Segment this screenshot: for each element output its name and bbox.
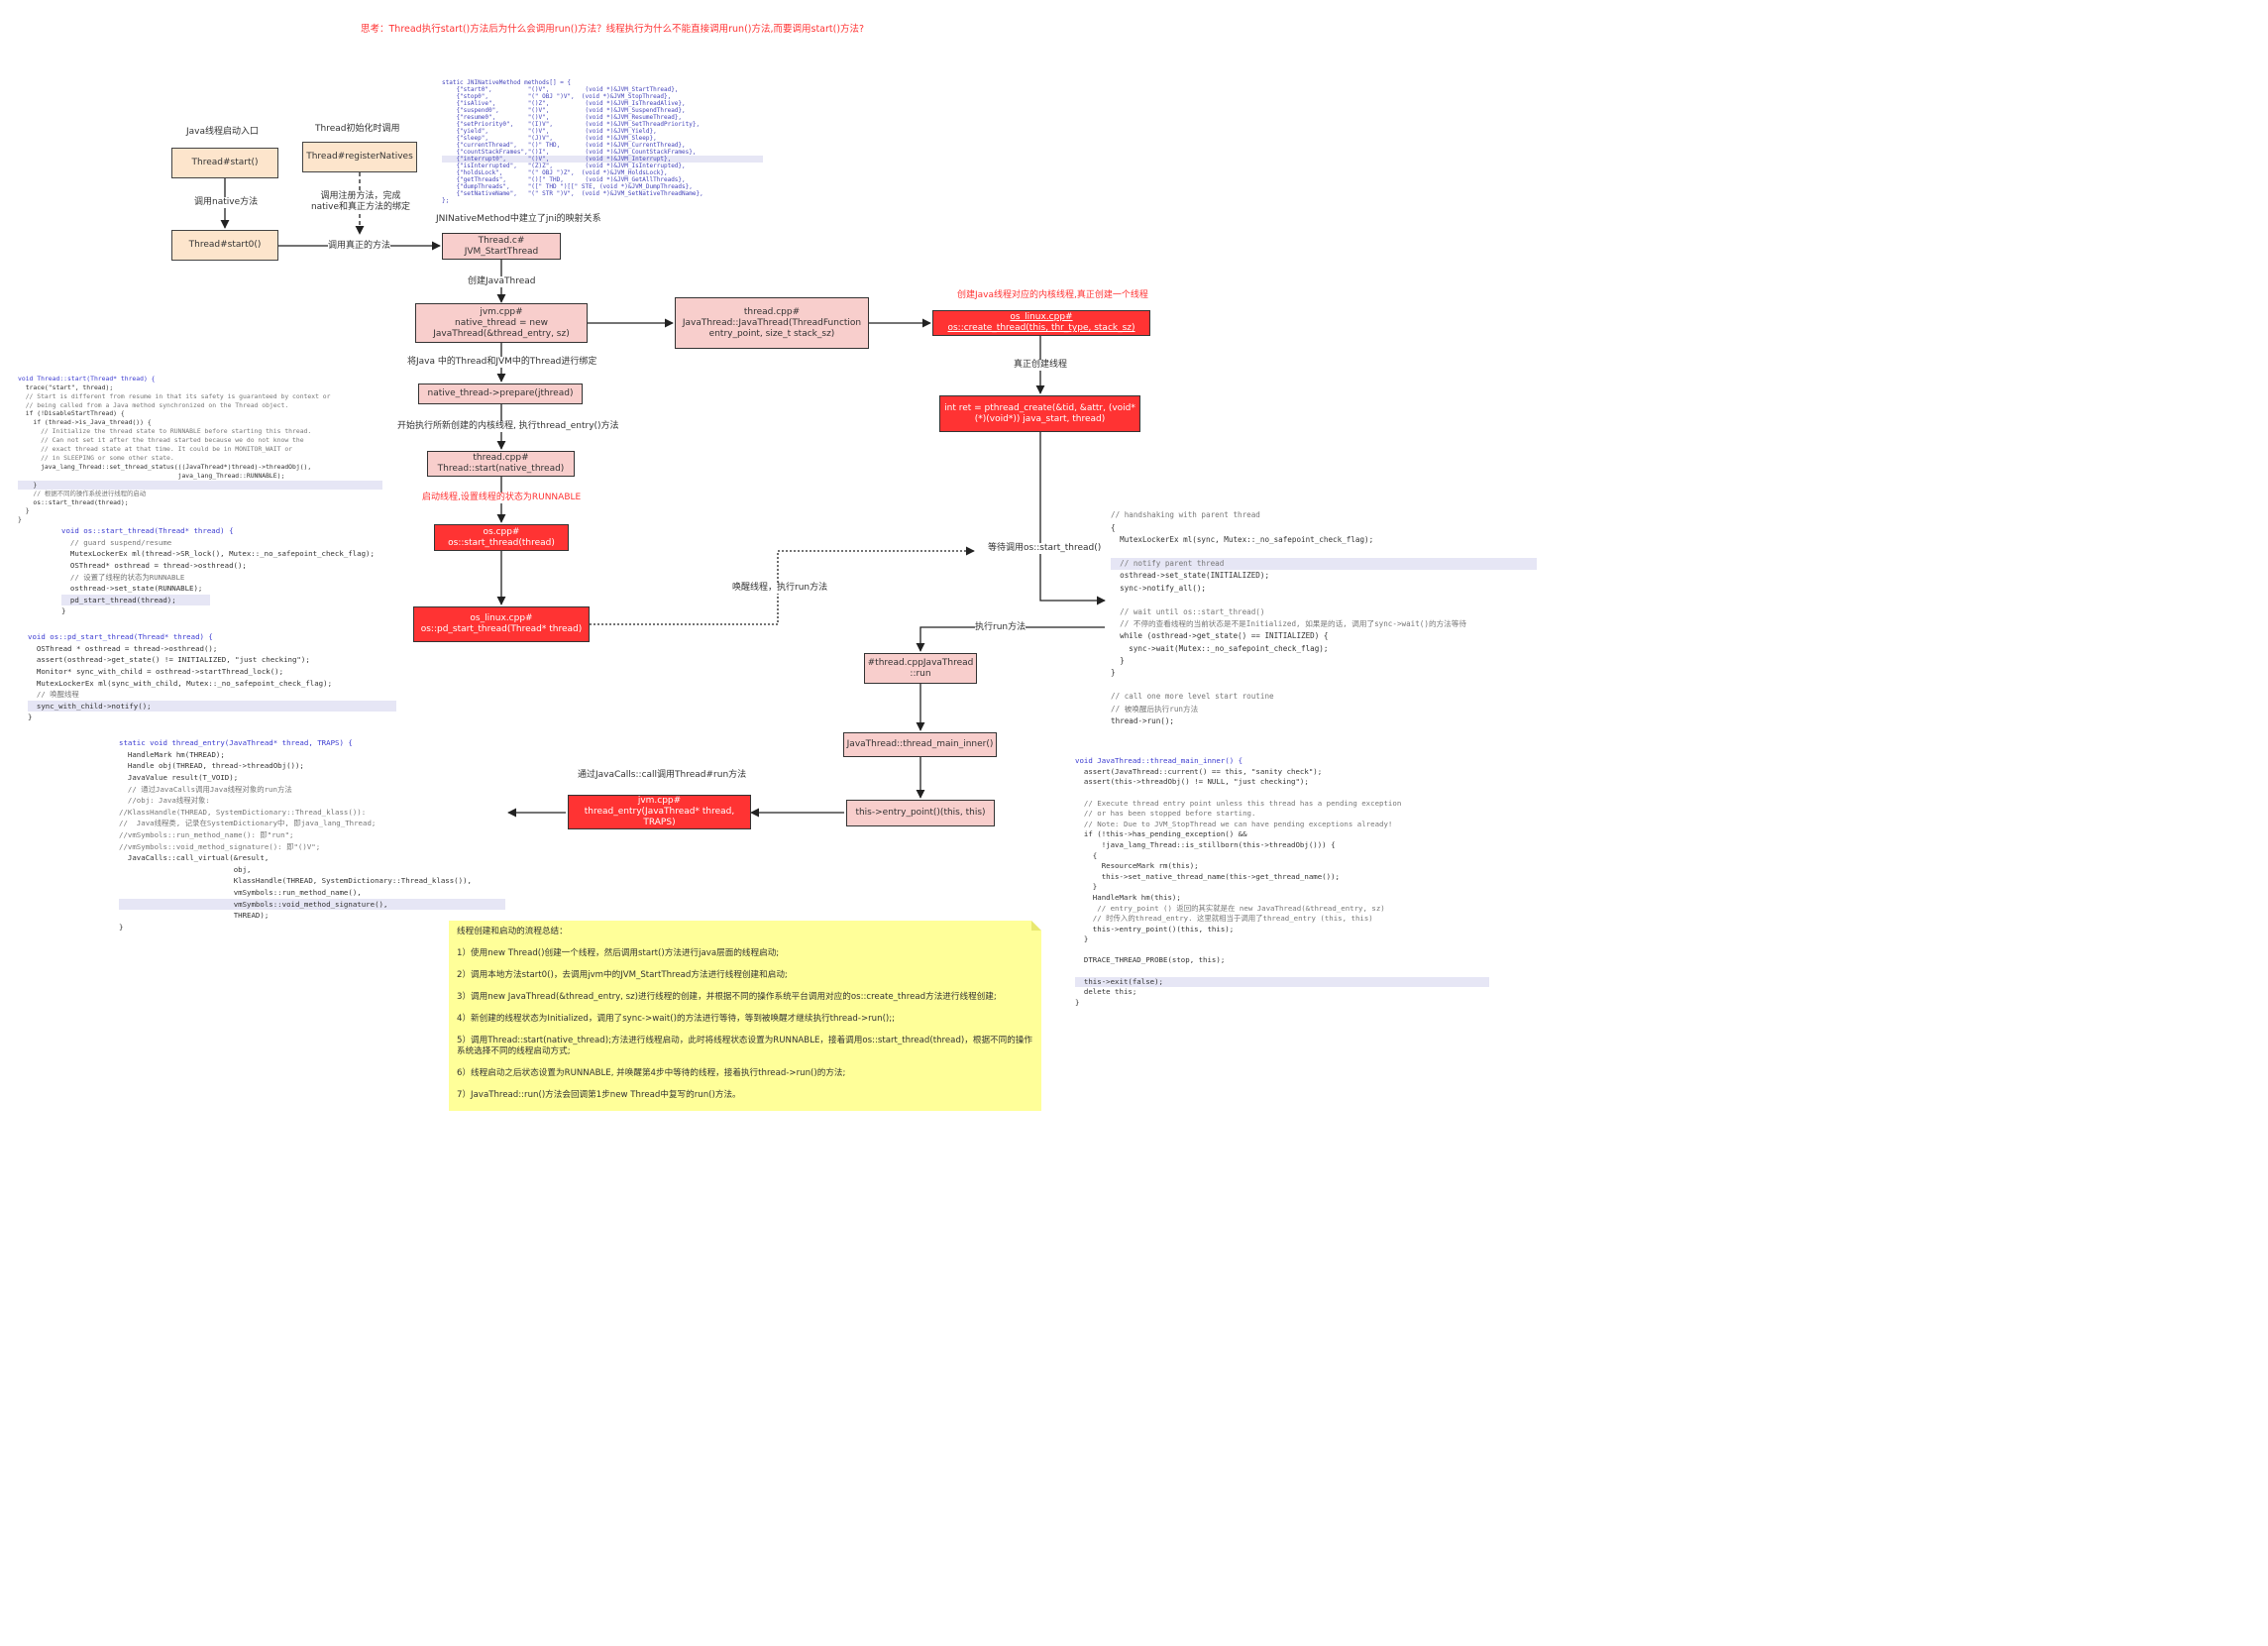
- summary-heading: 线程创建和启动的流程总结：: [457, 927, 568, 936]
- label-wait-call: 等待调用os::start_thread(): [988, 543, 1102, 554]
- node-thread-start0: Thread#start0(): [171, 230, 278, 261]
- node-pthread-create: int ret = pthread_create(&tid, &attr, (v…: [939, 395, 1140, 432]
- code-os-start-thread: void os::start_thread(Thread* thread) { …: [61, 526, 375, 616]
- page-title: 思考：Thread执行start()方法后为什么会调用run()方法？线程执行为…: [361, 24, 865, 35]
- label-create-kernel: 创建Java线程对应的内核线程,真正创建一个线程: [957, 290, 1148, 300]
- summary-step: 3）调用new JavaThread(&thread_entry, sz)进行线…: [457, 992, 997, 1002]
- code-thread-entry: static void thread_entry(JavaThread* thr…: [119, 714, 505, 944]
- summary-step: 4）新创建的线程状态为Initialized，调用了sync->wait()的方…: [457, 1014, 896, 1024]
- edge-pthread-to-javastart: [1039, 432, 1106, 605]
- code-jni-methods: static JNINativeMethod methods[] = { {"s…: [442, 65, 763, 211]
- node-register-natives: Thread#registerNatives: [302, 142, 417, 172]
- code-thread-start: void Thread::start(Thread* thread) { tra…: [18, 357, 382, 533]
- label-java-entry: Java线程启动入口: [186, 127, 260, 137]
- code-thread-main-inner: void JavaThread::thread_main_inner() { a…: [1075, 735, 1489, 1019]
- node-thread-entry: jvm.cpp#thread_entry(JavaThread* thread,…: [568, 795, 751, 829]
- label-bind: 将Java 中的Thread和JVM中的Thread进行绑定: [407, 357, 597, 368]
- label-wake-run: 唤醒线程，执行run方法: [732, 583, 828, 594]
- code-java-start: // handshaking with parent thread{ Mutex…: [1111, 486, 1537, 739]
- node-os-create-thread: os_linux.cpp#os::create_thread(this, thr…: [932, 310, 1150, 336]
- label-register-done: 调用注册方法，完成 native和真正方法的绑定: [306, 191, 415, 213]
- summary-step: 1）使用new Thread()创建一个线程，然后调用start()方法进行ja…: [457, 948, 780, 958]
- node-thread-main-inner: JavaThread::thread_main_inner(): [843, 732, 997, 757]
- node-entry-point: this->entry_point()(this, this): [846, 800, 995, 826]
- node-thread-cpp-ctor: thread.cpp#JavaThread::JavaThread(Thread…: [675, 297, 869, 349]
- summary-step: 5）调用Thread::start(native_thread);方法进行线程启…: [457, 1036, 1033, 1056]
- code-pd-start-thread: void os::pd_start_thread(Thread* thread)…: [28, 608, 396, 735]
- node-thread-cpp-start: thread.cpp#Thread::start(native_thread): [427, 451, 575, 477]
- label-real-create: 真正创建线程: [1014, 360, 1068, 371]
- summary-step: 6）线程启动之后状态设置为RUNNABLE, 并唤醒第4步中等待的线程，接着执行…: [457, 1068, 846, 1078]
- label-call-native: 调用native方法: [194, 197, 259, 208]
- label-javacalls: 通过JavaCalls::call调用Thread#run方法: [578, 770, 747, 780]
- node-javathread-run: #thread.cppJavaThread::run: [864, 653, 977, 684]
- node-os-start-thread: os.cpp#os::start_thread(thread): [434, 524, 569, 551]
- connector-layer: [220, 172, 1106, 818]
- label-exec-new: 开始执行所新创建的内核线程, 执行thread_entry()方法: [397, 421, 619, 432]
- node-thread-start: Thread#start(): [171, 148, 278, 178]
- edge-javastart-to-run: [916, 626, 1105, 652]
- summary-step: 2）调用本地方法start0()，去调用jvm中的JVM_StartThread…: [457, 970, 788, 980]
- label-create-javathread: 创建JavaThread: [468, 276, 536, 287]
- label-jni-map: JNINativeMethod中建立了jni的映射关系: [436, 214, 601, 224]
- node-prepare: native_thread->prepare(jthread): [418, 384, 583, 404]
- label-exec-run: 执行run方法: [975, 622, 1026, 633]
- node-thread-c: Thread.c#JVM_StartThread: [442, 233, 561, 260]
- summary-note: 线程创建和启动的流程总结： 1）使用new Thread()创建一个线程，然后调…: [449, 921, 1041, 1111]
- summary-step: 7）JavaThread::run()方法会回调第1步new Thread中复写…: [457, 1090, 741, 1100]
- node-pd-start-thread: os_linux.cpp#os::pd_start_thread(Thread*…: [413, 606, 590, 642]
- label-call-real: 调用真正的方法: [328, 241, 391, 252]
- label-set-runnable: 启动线程,设置线程的状态为RUNNABLE: [422, 493, 582, 503]
- label-init-call: Thread初始化时调用: [315, 124, 400, 134]
- diagram-canvas: { "title": "思考：Thread执行start()方法后为什么会调用r…: [0, 0, 1554, 1128]
